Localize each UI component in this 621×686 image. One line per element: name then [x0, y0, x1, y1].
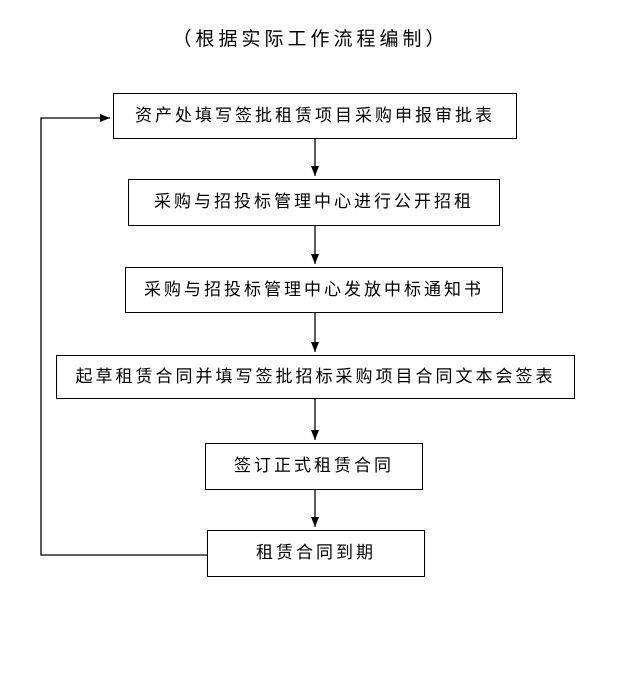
- flow-node-step-3-label: 采购与招投标管理中心发放中标通知书: [144, 279, 484, 300]
- flow-node-step-5: 签订正式租赁合同: [205, 443, 423, 490]
- flow-node-step-3: 采购与招投标管理中心发放中标通知书: [125, 267, 503, 313]
- flow-node-step-2-label: 采购与招投标管理中心进行公开招租: [154, 192, 474, 212]
- flow-node-step-6: 租赁合同到期: [207, 530, 425, 577]
- flow-node-step-4-label: 起草租赁合同并填写签批招标采购项目合同文本会签表: [75, 366, 556, 387]
- flow-node-step-1: 资产处填写签批租赁项目采购申报审批表: [113, 93, 517, 139]
- flow-node-step-2: 采购与招投标管理中心进行公开招租: [128, 179, 500, 226]
- flow-node-step-5-label: 签订正式租赁合同: [234, 456, 394, 476]
- flow-node-step-6-label: 租赁合同到期: [256, 543, 376, 563]
- flow-node-step-1-label: 资产处填写签批租赁项目采购申报审批表: [135, 105, 495, 126]
- flow-node-step-4: 起草租赁合同并填写签批招标采购项目合同文本会签表: [56, 355, 575, 399]
- edge-step6-loopback-step1: [40, 114, 207, 556]
- diagram-title: （根据实际工作流程编制）: [172, 28, 449, 50]
